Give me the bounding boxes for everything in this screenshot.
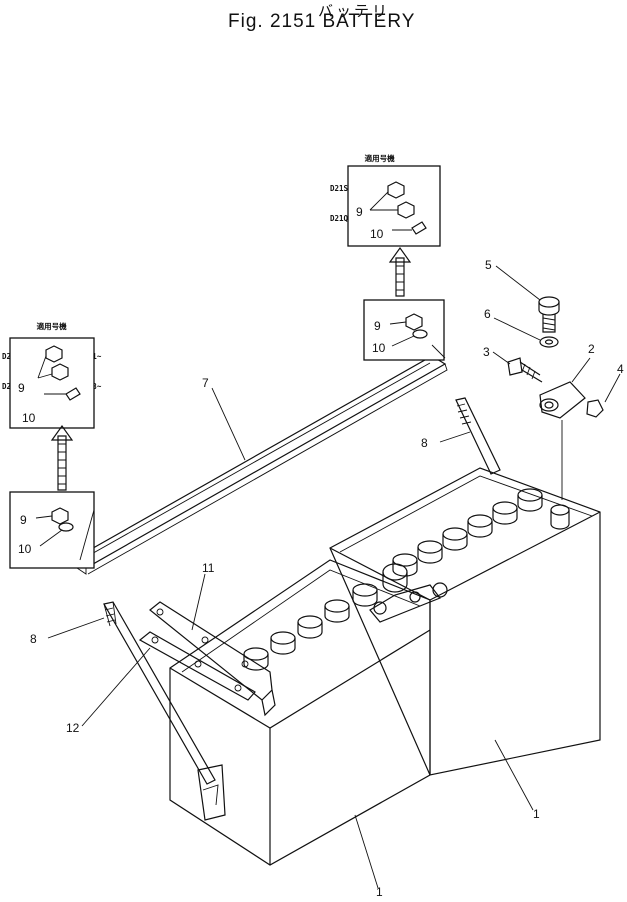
callout-washer-10-lt: 10	[22, 411, 36, 425]
nut-4	[586, 399, 604, 418]
bolt-5	[538, 296, 560, 333]
detail-lt	[9, 337, 95, 429]
terminal-clamp-2	[539, 381, 586, 419]
plate-12	[138, 631, 256, 701]
battery-right	[329, 467, 601, 776]
callout-washer-6: 6	[484, 307, 491, 321]
callout-plate-12: 12	[66, 721, 80, 735]
callout-bar-7: 7	[202, 376, 209, 390]
arrow-up-right	[388, 246, 412, 297]
callout-nut-4: 4	[617, 362, 624, 376]
battery-left	[169, 559, 448, 866]
rod-8-right	[455, 397, 501, 475]
callout-nut-9-lt: 9	[18, 381, 25, 395]
washer-6	[539, 336, 559, 348]
callout-nut-9-rb: 9	[374, 319, 381, 333]
callout-bolt-5: 5	[485, 258, 492, 272]
callout-bolt-3: 3	[483, 345, 490, 359]
bolt-3	[507, 357, 543, 383]
callout-battery-a: 1	[376, 885, 383, 899]
leader-lines	[47, 265, 621, 889]
callout-terminal-clamp: 2	[588, 342, 595, 356]
figure-title-japanese: バッテリ	[318, 2, 391, 20]
detail-rb	[363, 299, 445, 361]
callout-rod-right: 8	[421, 436, 428, 450]
callout-nut-9-rt: 9	[356, 205, 363, 219]
callout-washer-10-rt: 10	[370, 227, 384, 241]
callout-rod-left: 8	[30, 632, 37, 646]
hold-down-bar-7	[70, 355, 448, 575]
cell-caps-left	[243, 583, 378, 671]
callout-washer-10-rb: 10	[372, 341, 386, 355]
figure-title: Fig. 2151 BATTERY	[228, 11, 416, 32]
bracket-11	[149, 601, 276, 717]
note-heading: 適用号機	[364, 154, 395, 163]
note-heading: 適用号機	[36, 322, 67, 331]
callout-bracket-11: 11	[202, 561, 215, 575]
hold-down-hook	[197, 764, 226, 821]
inter-battery-connector	[369, 563, 448, 623]
detail-lb	[9, 491, 95, 569]
callout-washer-10-lb: 10	[18, 542, 32, 556]
callout-battery-b: 1	[533, 807, 540, 821]
callout-nut-9-lb: 9	[20, 513, 27, 527]
detail-rt	[347, 165, 441, 247]
rod-8-left	[103, 601, 216, 785]
arrow-up-left	[50, 424, 74, 491]
